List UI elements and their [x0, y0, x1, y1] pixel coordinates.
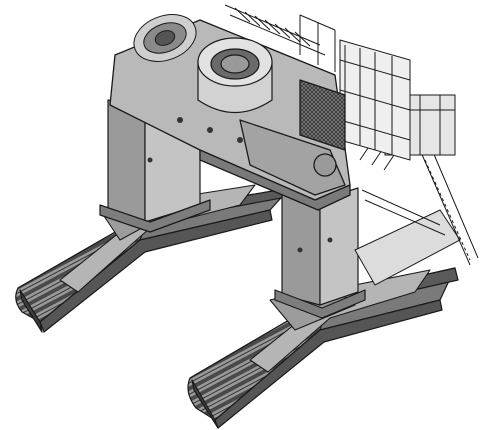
right-leg-column: [274, 187, 366, 319]
slew-ring-turntable: [197, 37, 273, 114]
top-gear-wheel: [133, 14, 197, 62]
structural-bolts: [147, 117, 333, 253]
access-stair-gantry: [339, 39, 479, 286]
top-walkway-railing: [224, 4, 336, 72]
